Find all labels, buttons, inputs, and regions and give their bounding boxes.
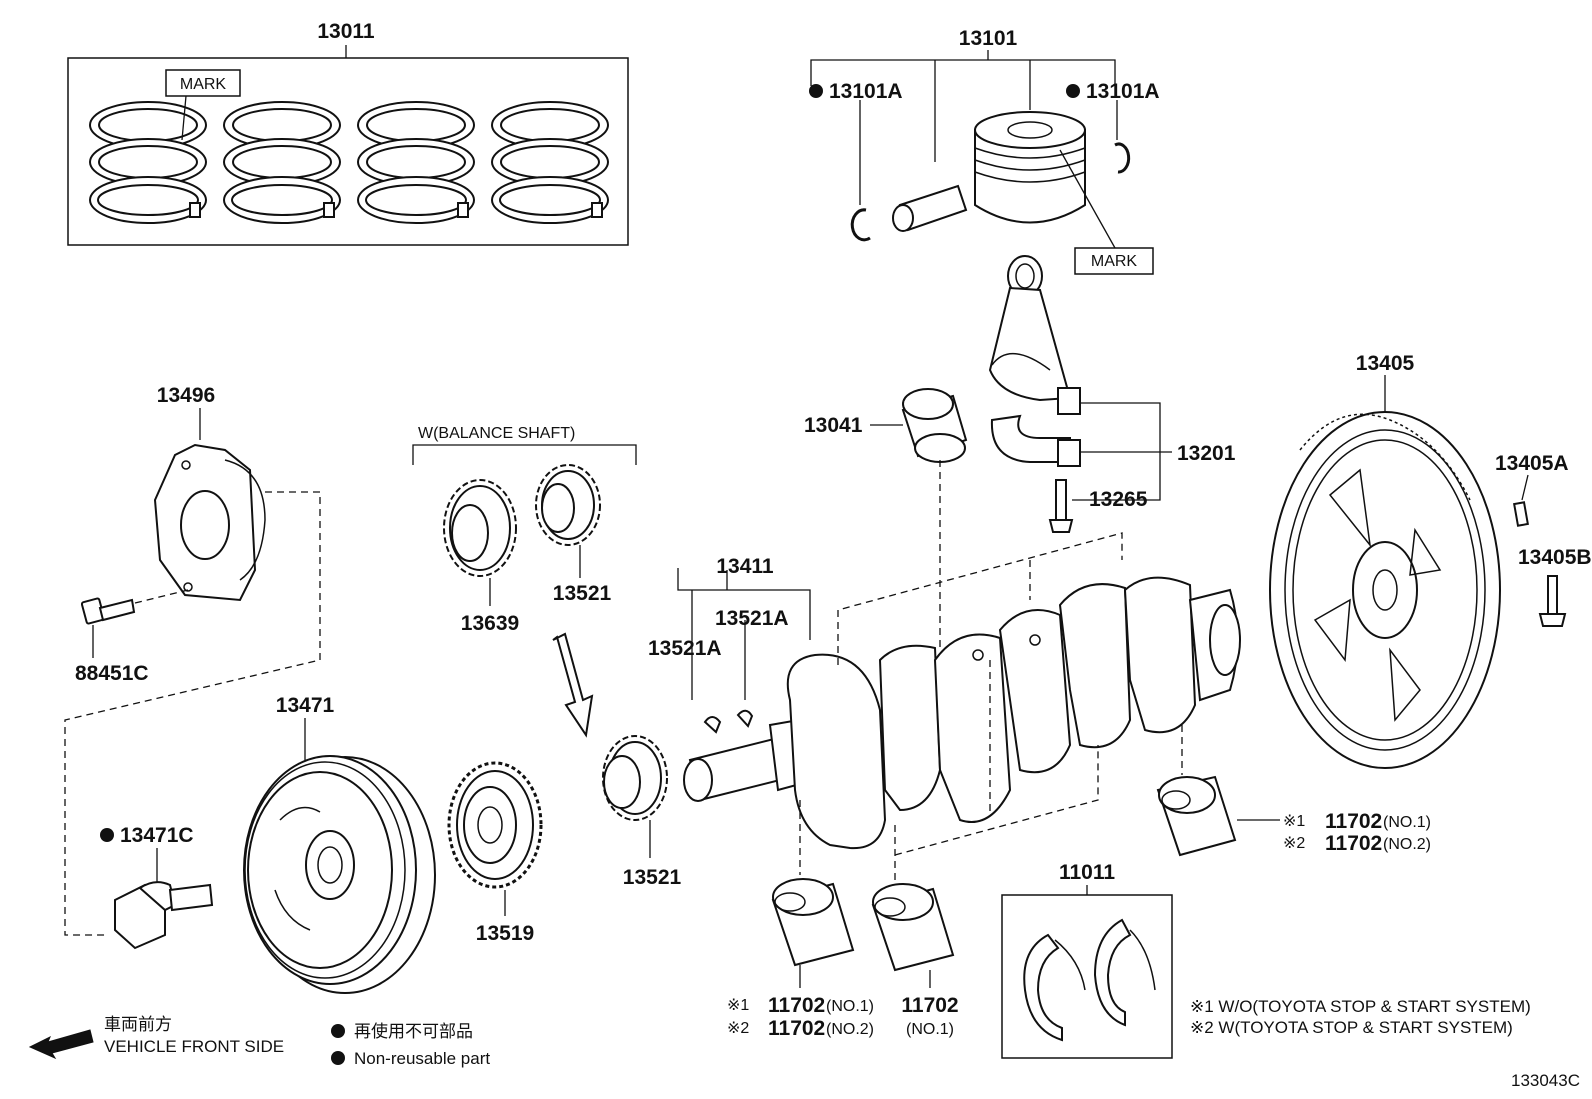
label-13405A[interactable]: 13405A [1495, 452, 1569, 475]
rod-bearing-13041[interactable] [870, 388, 968, 463]
label-11702-bl-1[interactable]: 11702 [768, 994, 825, 1017]
balance-shaft-group [412, 444, 637, 465]
legend-nonreusable-jp: 再使用不可部品 [354, 1021, 473, 1041]
mark-box-rings [165, 69, 241, 97]
label-13101A-right[interactable]: 13101A [1086, 80, 1160, 103]
label-13201[interactable]: 13201 [1177, 442, 1236, 465]
flywheel-13405[interactable] [1269, 375, 1501, 769]
label-13101A-left[interactable]: 13101A [829, 80, 903, 103]
label-11702-bl-2[interactable]: 11702 [768, 1017, 825, 1040]
label-11702-right-1-note: (NO.1) [1383, 814, 1431, 831]
label-13471C[interactable]: 13471C [120, 824, 194, 847]
label-88451C[interactable]: 88451C [75, 662, 149, 685]
piston-ring-set-13011[interactable] [67, 45, 629, 246]
assembly-arrow-icon [552, 632, 594, 738]
label-mark-piston: MARK [1091, 253, 1138, 270]
legend-note-1: ※1 W/O(TOYOTA STOP & START SYSTEM) [1190, 997, 1531, 1016]
label-13405B[interactable]: 13405B [1518, 546, 1592, 569]
main-bearing-11702-right[interactable] [1156, 775, 1280, 857]
label-mark-rings: MARK [180, 76, 227, 93]
label-11702-right-1[interactable]: 11702 [1325, 810, 1382, 833]
nonreusable-dot-icon [809, 84, 823, 98]
crank-gear-13519[interactable] [447, 761, 543, 916]
sprocket-13521-top[interactable] [535, 464, 601, 578]
legend-dot-icon [331, 1051, 345, 1065]
label-13471[interactable]: 13471 [276, 694, 335, 717]
label-13496[interactable]: 13496 [157, 384, 215, 407]
label-13521A-right[interactable]: 13521A [715, 607, 789, 630]
label-13405[interactable]: 13405 [1356, 352, 1415, 375]
label-11702-right-2[interactable]: 11702 [1325, 832, 1382, 855]
label-ref1-right: ※1 [1283, 813, 1305, 830]
legend-direction-en: VEHICLE FRONT SIDE [104, 1037, 284, 1056]
dowel-pin-13405A[interactable] [1513, 474, 1529, 527]
thrust-washer-set-11011[interactable] [1001, 885, 1173, 1059]
damper-plate-13496[interactable] [64, 408, 321, 936]
legend-dot-icon [331, 1024, 345, 1038]
label-11702-right-2-note: (NO.2) [1383, 836, 1431, 853]
label-13521-top[interactable]: 13521 [553, 582, 612, 605]
legend-direction-jp: 車両前方 [104, 1015, 172, 1034]
flywheel-bolt-13405B[interactable] [1538, 575, 1567, 627]
legend-nonreusable-en: Non-reusable part [354, 1049, 490, 1068]
label-balance-shaft: W(BALANCE SHAFT) [418, 425, 575, 442]
label-13041[interactable]: 13041 [804, 414, 863, 437]
label-11702-bm[interactable]: 11702 [901, 994, 958, 1017]
pulley-bolt-13471C[interactable] [114, 848, 214, 950]
connecting-rod-13201[interactable] [988, 255, 1172, 533]
label-13521-bottom[interactable]: 13521 [623, 866, 682, 889]
label-ref1-bl: ※1 [727, 997, 749, 1014]
label-11702-bm-note: (NO.1) [906, 1021, 954, 1038]
label-13519[interactable]: 13519 [476, 922, 534, 945]
nonreusable-dot-icon [1066, 84, 1080, 98]
label-13639[interactable]: 13639 [461, 612, 519, 635]
main-bearing-11702-bottom-left[interactable] [771, 878, 855, 988]
label-ref2-right: ※2 [1283, 835, 1305, 852]
label-13411[interactable]: 13411 [716, 555, 774, 578]
piston-13101[interactable] [810, 50, 1154, 275]
crank-pulley-13471[interactable] [243, 718, 436, 994]
label-11011[interactable]: 11011 [1059, 861, 1115, 884]
label-13521A-left[interactable]: 13521A [648, 637, 722, 660]
sprocket-13639[interactable] [443, 479, 517, 606]
nonreusable-dot-icon [100, 828, 114, 842]
legend-note-2: ※2 W(TOYOTA STOP & START SYSTEM) [1190, 1018, 1513, 1037]
label-11702-bl-1-note: (NO.1) [826, 998, 874, 1015]
label-11702-bl-2-note: (NO.2) [826, 1021, 874, 1038]
label-ref2-bl: ※2 [727, 1020, 749, 1037]
main-bearing-11702-bottom-mid[interactable] [871, 883, 955, 988]
bolt-88451C[interactable] [80, 589, 189, 658]
label-13101[interactable]: 13101 [959, 27, 1018, 50]
label-13011[interactable]: 13011 [317, 20, 375, 43]
diagram-id: 133043C [1511, 1071, 1580, 1090]
crankshaft-13411[interactable] [677, 460, 1241, 880]
vehicle-front-arrow-icon [28, 1029, 94, 1060]
label-13265[interactable]: 13265 [1089, 488, 1148, 511]
sprocket-13521-bottom[interactable] [602, 735, 668, 858]
